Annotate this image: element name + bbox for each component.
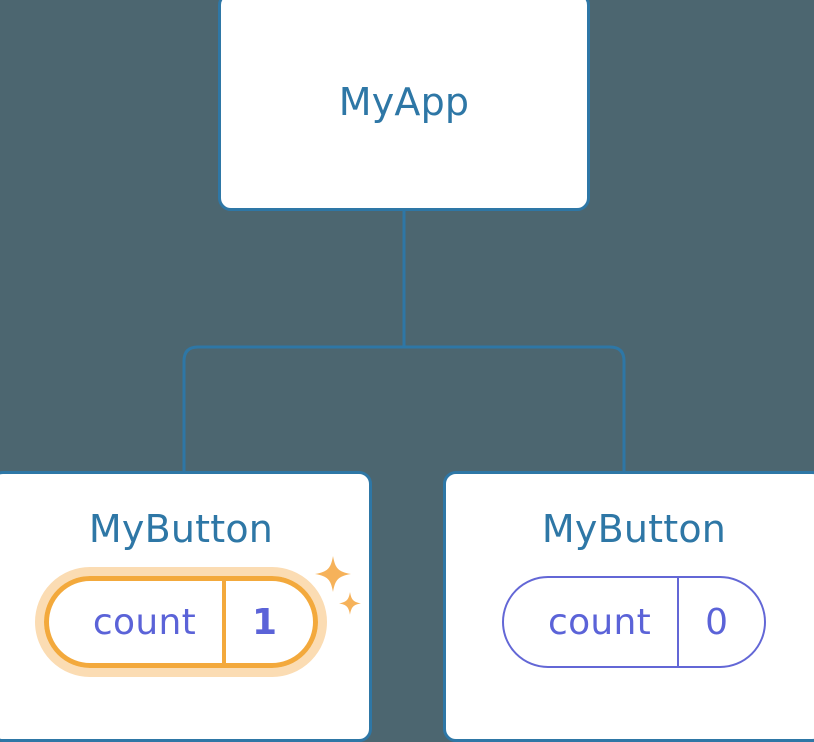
node-mybutton-left[interactable]: MyButton count 1 xyxy=(0,471,372,742)
sparkle-small-icon xyxy=(339,592,362,615)
state-pill-left-wrap: count 1 xyxy=(34,556,362,677)
state-pill-left-value: 1 xyxy=(222,581,313,663)
node-mybutton-left-title: MyButton xyxy=(88,507,274,551)
sparkle-group xyxy=(306,550,366,622)
state-pill-right-wrap: count 0 xyxy=(502,576,766,668)
sparkle-large-icon xyxy=(315,556,352,592)
state-pill-left[interactable]: count 1 xyxy=(43,576,319,668)
state-pill-left-glow xyxy=(34,567,328,677)
node-myapp[interactable]: MyApp xyxy=(218,0,590,211)
node-mybutton-right-title: MyButton xyxy=(541,507,727,551)
state-pill-right-key: count xyxy=(548,601,652,643)
node-myapp-title: MyApp xyxy=(338,79,470,124)
state-pill-left-key: count xyxy=(92,601,196,643)
node-mybutton-right[interactable]: MyButton count 0 xyxy=(443,471,814,742)
connector-branch-right xyxy=(404,345,626,474)
state-pill-right-value: 0 xyxy=(677,578,764,666)
state-pill-right[interactable]: count 0 xyxy=(502,576,766,668)
connector-branch-left xyxy=(182,345,404,474)
